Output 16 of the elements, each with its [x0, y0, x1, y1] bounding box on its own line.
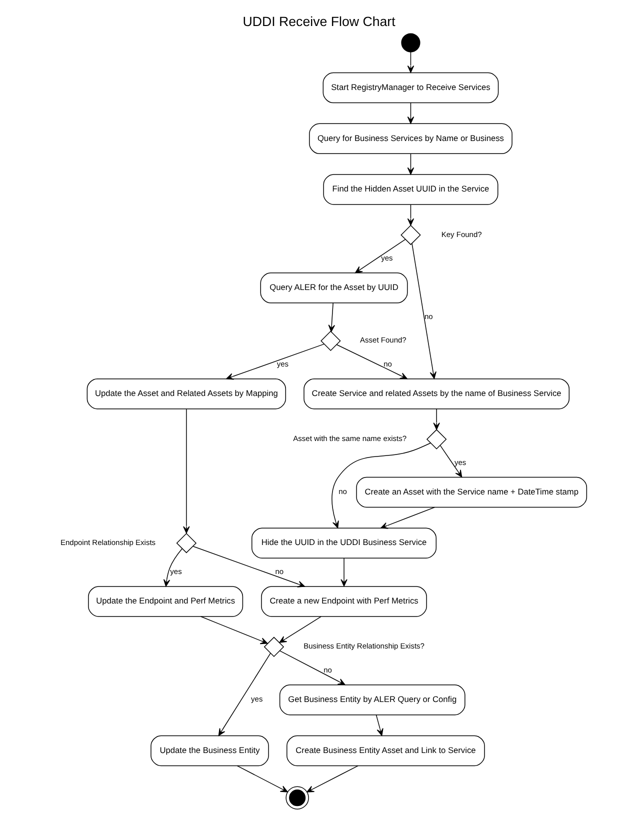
- edge-label: yes: [170, 567, 182, 576]
- edge-label: no: [324, 665, 332, 674]
- node-label: Asset with the same name exists?: [293, 434, 407, 444]
- diagram-title: UDDI Receive Flow Chart: [242, 14, 396, 29]
- edge-label: no: [338, 487, 347, 496]
- edge-label: no: [275, 567, 284, 576]
- node-label: Endpoint Relationship Exists: [60, 538, 156, 547]
- node-label: Key Found?: [441, 230, 482, 239]
- edge-label: yes: [276, 359, 289, 368]
- node-label: Business Entity Relationship Exists?: [304, 642, 424, 651]
- edge-label: yes: [454, 458, 466, 467]
- node-label: Asset Found?: [360, 336, 406, 345]
- edge-label: yes: [381, 254, 393, 263]
- edge-label: no: [424, 312, 433, 321]
- edge-label: no: [384, 359, 392, 368]
- edge-label: yes: [251, 694, 263, 704]
